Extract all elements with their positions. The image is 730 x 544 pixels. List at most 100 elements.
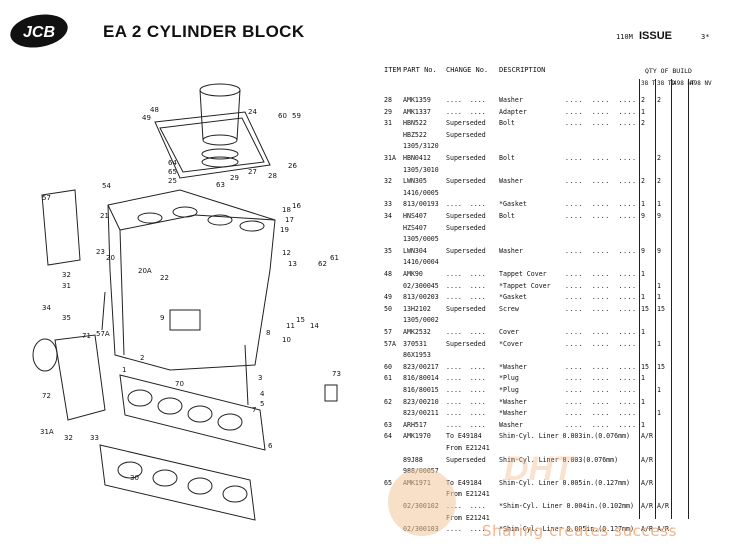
column-divider <box>671 79 672 519</box>
callout-72: 72 <box>42 392 51 400</box>
table-row: 1416/0004 <box>384 258 714 270</box>
cell-item: 61 <box>384 374 392 383</box>
cell-dots: .... .... .... <box>565 386 637 394</box>
cell-change: .... .... <box>446 397 486 406</box>
cell-desc: Washer <box>499 96 523 104</box>
cell-item: 32 <box>384 177 392 186</box>
cell-desc: *Shim-Cyl. Liner 0.004in.(0.102mm) <box>499 502 634 510</box>
callout-22: 22 <box>160 274 169 282</box>
cell-part: AMK1970 <box>403 432 431 441</box>
cell-qty: A/R <box>641 525 653 534</box>
cell-change: Superseded <box>446 177 486 186</box>
cell-qty: A/R <box>641 455 653 464</box>
cell-desc: *Gasket <box>499 200 527 209</box>
col-header-38t: 38 T <box>641 80 656 87</box>
callout-28: 28 <box>268 172 277 180</box>
cell-desc: *Washer <box>499 409 527 418</box>
callout-3: 3 <box>258 374 262 382</box>
cell-item: 65 <box>384 478 392 487</box>
callout-65: 65 <box>168 168 177 176</box>
cell-qty: 15 <box>657 304 665 313</box>
cell-part: 816/80014 <box>403 374 439 383</box>
cell-change: .... .... <box>446 107 486 116</box>
table-row: 86X1953 <box>384 351 714 363</box>
watermark-logo: DHT <box>388 450 577 536</box>
cell-desc: Bolt <box>499 154 515 162</box>
cell-dots: .... .... .... <box>565 397 637 406</box>
callout-25: 25 <box>168 177 177 185</box>
cell-desc: Shim-Cyl. Liner 0.003(0.076mm) <box>499 455 619 464</box>
cell-desc: *Plug <box>499 374 519 383</box>
table-row: 823/00211.... ....*Washer.... .... ....1 <box>384 409 714 421</box>
cell-change: Superseded <box>446 223 486 232</box>
cell-dots: .... .... .... <box>565 304 637 313</box>
callout-18: 18 <box>282 206 291 214</box>
cell-qty: 2 <box>641 119 645 128</box>
cell-desc: *Shim-Cyl. Liner 0.005in.(0.127mm) <box>499 525 634 534</box>
cell-change: .... .... <box>446 270 486 278</box>
jcb-logo: JCB <box>10 14 68 48</box>
cell-qty: 1 <box>641 328 645 336</box>
cell-desc: Adapter <box>499 107 527 116</box>
column-divider <box>688 79 689 519</box>
cell-item: 63 <box>384 420 392 429</box>
cell-dots: .... .... .... <box>565 177 637 186</box>
table-row: 02/300045.... ....*Tappet Cover.... ....… <box>384 282 714 294</box>
cylinder-block-illustration <box>107 189 276 371</box>
cell-qty: 2 <box>641 96 645 104</box>
cell-qty: 1 <box>641 420 645 429</box>
cell-part: AMK90 <box>403 270 423 278</box>
callout-64: 64 <box>168 159 177 167</box>
callout-49: 49 <box>142 114 151 122</box>
cell-dots: .... .... .... <box>565 246 637 255</box>
cylinder-block-diagram: 48 24 49 60 59 64 65 25 63 29 27 28 26 5… <box>32 83 341 521</box>
cell-part: LWN305 <box>403 177 427 186</box>
cell-part: AMK1359 <box>403 96 431 104</box>
cell-dots: .... .... .... <box>565 374 637 383</box>
cell-part: 86X1953 <box>403 351 431 360</box>
cell-item: 50 <box>384 304 392 313</box>
cell-dots: .... .... .... <box>565 119 637 128</box>
cell-item: 64 <box>384 432 392 441</box>
table-row: 816/80015.... ....*Plug.... .... ....1 <box>384 386 714 398</box>
col-header-qty: QTY OF BUILD <box>645 67 692 75</box>
cell-dots: .... .... .... <box>565 293 637 302</box>
cell-qty: 15 <box>641 362 649 371</box>
cell-dots: .... .... .... <box>565 281 637 290</box>
cell-part: 89J88 <box>403 455 423 464</box>
cell-part: HBN522 <box>403 119 427 128</box>
cell-change: Superseded <box>446 246 486 255</box>
callout-11: 11 <box>286 322 295 330</box>
cell-item: 48 <box>384 270 392 278</box>
callout-48: 48 <box>150 106 159 114</box>
callout-15: 15 <box>296 316 305 324</box>
cell-change: Superseded <box>446 119 486 128</box>
cell-part: ARH517 <box>403 420 427 429</box>
cell-qty: A/R <box>657 502 669 510</box>
cell-change: .... .... <box>446 200 486 209</box>
callout-57A: 57A <box>96 330 110 338</box>
col-header-38td: 38 TD <box>657 80 676 87</box>
cell-item: 62 <box>384 397 392 406</box>
cell-qty: A/R <box>657 525 669 534</box>
cell-part: HBZ522 <box>403 130 427 139</box>
cell-part: 1305/0002 <box>403 316 439 325</box>
cell-change: .... .... <box>446 386 486 394</box>
cell-desc: Tappet Cover <box>499 270 547 278</box>
cell-qty: A/R <box>641 502 653 510</box>
cell-dots: .... .... .... <box>565 328 637 336</box>
cell-qty: 1 <box>657 200 661 209</box>
cell-qty: 1 <box>641 107 645 116</box>
callout-60: 60 <box>278 112 287 120</box>
cell-part: 823/00210 <box>403 397 439 406</box>
table-row: 1305/3010 <box>384 166 714 178</box>
